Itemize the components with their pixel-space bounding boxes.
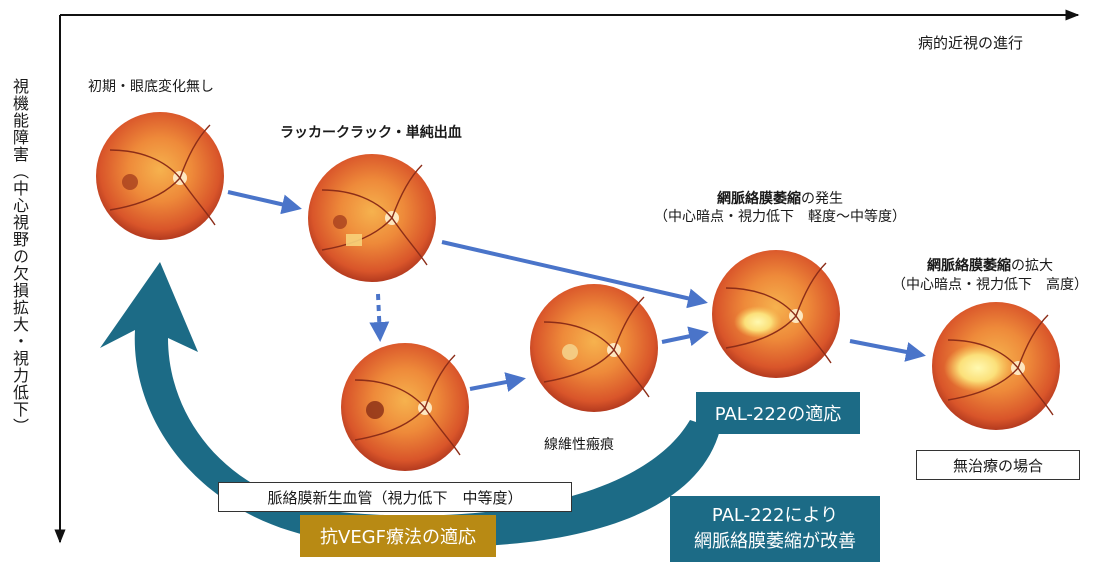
stage-sublabel-atrophy-onset: （中心暗点・視力低下 軽度～中等度）	[654, 209, 906, 225]
atrophy-expand-bold: 網脈絡膜萎縮	[927, 258, 1011, 274]
fundus-image-atrophy-onset	[712, 250, 840, 378]
pal-improvement-line2: 網脈絡膜萎縮が改善	[694, 531, 856, 552]
anti-vegf-box: 抗VEGF療法の適応	[300, 515, 496, 557]
stage-sublabel-atrophy-expand: （中心暗点・視力低下 高度）	[892, 277, 1088, 293]
fundus-image-atrophy-expansion	[932, 302, 1060, 430]
stage-label-lacquer-text: ラッカークラック・単純出血	[280, 125, 462, 141]
treatment-loop-arrow	[100, 262, 720, 547]
atrophy-onset-bold: 網脈絡膜萎縮	[717, 191, 801, 207]
stage-label-atrophy-expand: 網脈絡膜萎縮の拡大	[880, 257, 1100, 276]
arrow-atrophy-to-expand	[849, 339, 926, 362]
pal-improvement-box: PAL-222により 網脈絡膜萎縮が改善	[670, 496, 880, 562]
arrow-scar-to-atrophy	[661, 326, 709, 347]
pal-indication-box: PAL-222の適応	[696, 392, 860, 434]
arrow-initial-to-lacquer	[227, 190, 302, 215]
atrophy-onset-rest: の発生	[801, 191, 843, 207]
fundus-image-cnv	[341, 343, 469, 471]
pal-improvement-line1: PAL-222により	[711, 505, 839, 526]
stage-label-lacquer: ラッカークラック・単純出血	[280, 124, 462, 143]
atrophy-expand-rest: の拡大	[1011, 258, 1053, 274]
y-axis-label: 視機能障害（中心視野の欠損拡大・視力低下）	[10, 78, 29, 435]
arrow-lacquer-to-cnv	[369, 293, 390, 342]
x-axis-label: 病的近視の進行	[918, 34, 1024, 52]
fundus-image-initial	[96, 112, 224, 240]
stage-label-initial: 初期・眼底変化無し	[88, 79, 214, 95]
fundus-image-fibrous-scar	[530, 284, 658, 412]
fundus-image-lacquer-crack	[308, 154, 436, 282]
arrow-lacquer-to-atrophy	[441, 240, 708, 309]
cnv-box: 脈絡膜新生血管（視力低下 中等度）	[218, 482, 572, 512]
stage-label-atrophy-onset: 網脈絡膜萎縮の発生	[630, 190, 930, 209]
arrow-cnv-to-scar	[469, 372, 526, 392]
stage-label-fibrous-scar: 線維性瘢痕	[544, 437, 614, 453]
untreated-box: 無治療の場合	[916, 450, 1080, 480]
